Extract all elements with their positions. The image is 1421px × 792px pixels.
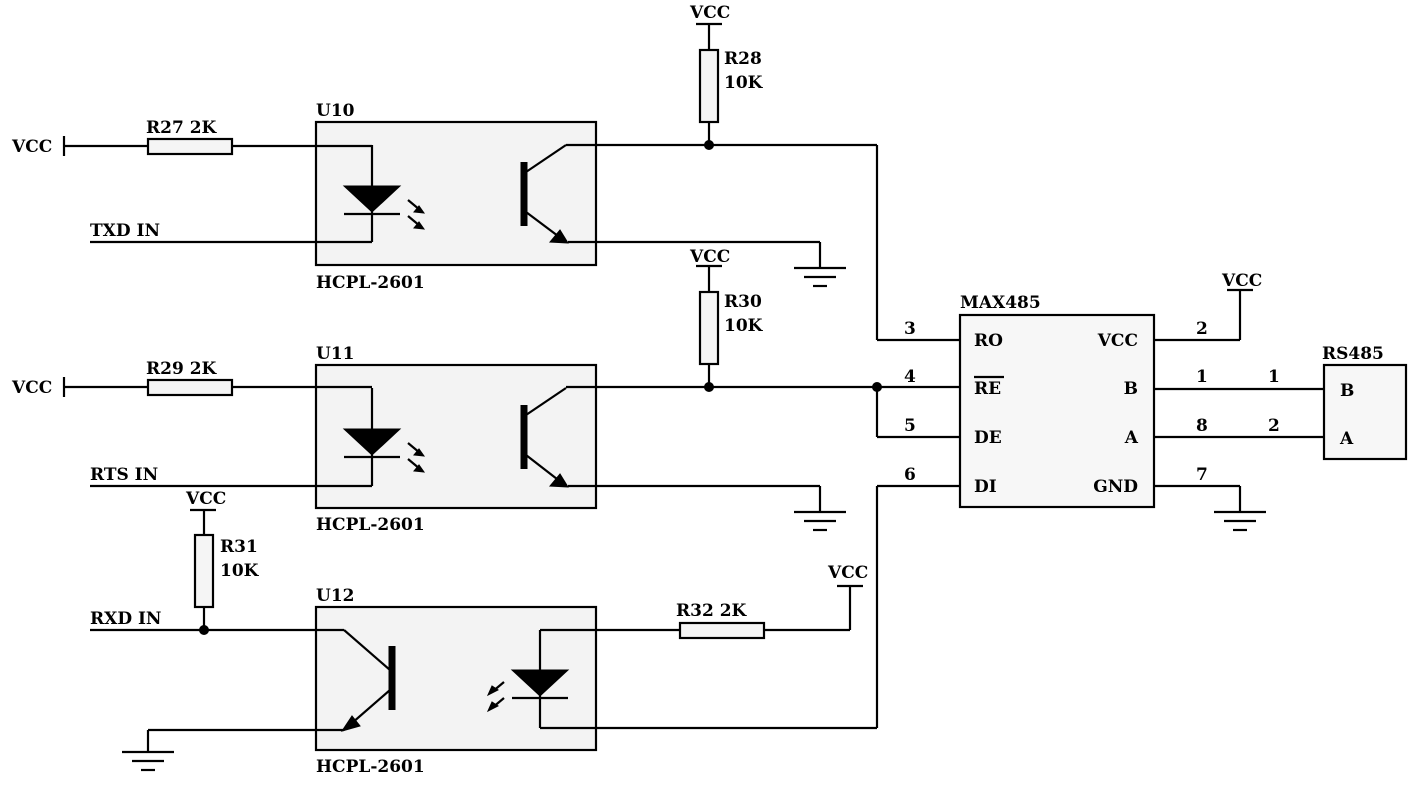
pin-number: 8: [1196, 416, 1208, 436]
r32-label: R32 2K: [676, 601, 748, 621]
r31-value: 10K: [220, 561, 260, 581]
max485-right-wiring: [1154, 288, 1324, 512]
rs485-connector: [1322, 363, 1408, 461]
rs485-body: [1322, 363, 1408, 461]
u12-phototransistor-icon: [340, 629, 396, 732]
pin-number: 1: [1268, 367, 1280, 387]
vcc-label: VCC: [11, 137, 52, 157]
r29-label: R29 2K: [146, 359, 218, 379]
r32-resistor: [678, 621, 766, 640]
pin-number: 7: [1196, 465, 1208, 485]
r27-label: R27 2K: [146, 118, 218, 138]
r28-ref: R28: [724, 49, 762, 69]
vcc-label: VCC: [827, 563, 868, 583]
r30-value: 10K: [724, 316, 764, 336]
u10-phototransistor-icon: [520, 144, 569, 244]
r28-resistor: [698, 48, 720, 124]
u10-light-arrows-icon: [407, 199, 426, 230]
vcc-label: VCC: [11, 378, 52, 398]
pin-number: 5: [904, 416, 916, 436]
max485-chip: [958, 313, 1156, 509]
ground-icon: [122, 750, 174, 772]
ground-icon: [794, 266, 846, 288]
u10-input-wiring: [62, 136, 372, 244]
pin-name-gnd: GND: [1093, 477, 1138, 497]
r28-value: 10K: [724, 73, 764, 93]
u11-ref: U11: [316, 344, 354, 364]
pin-number: 2: [1268, 416, 1280, 436]
pin-number: 3: [904, 319, 916, 339]
u12-part: HCPL-2601: [316, 757, 425, 777]
u11-output-wiring: [566, 264, 960, 512]
vcc-label: VCC: [1221, 271, 1262, 291]
ground-icon: [1214, 510, 1266, 532]
max485-title: MAX485: [960, 293, 1041, 313]
rts-in-label: RTS IN: [90, 465, 158, 485]
rxd-in-label: RXD IN: [90, 609, 161, 629]
u11-phototransistor-icon: [520, 387, 569, 488]
pin-number: 1: [1196, 367, 1208, 387]
u10-part: HCPL-2601: [316, 273, 425, 293]
r29-resistor: [146, 378, 234, 397]
r30-ref: R30: [724, 292, 762, 312]
junction-dot: [872, 382, 882, 392]
pin-name-de: DE: [974, 428, 1002, 448]
vcc-label: VCC: [689, 3, 730, 23]
pin-name-ro: RO: [974, 331, 1003, 351]
junction-dot: [199, 625, 209, 635]
rs485-title: RS485: [1322, 344, 1384, 364]
pin-number: 2: [1196, 319, 1208, 339]
vcc-label: VCC: [689, 247, 730, 267]
u11-part: HCPL-2601: [316, 515, 425, 535]
rs485-pin-b: B: [1340, 381, 1354, 401]
pin-number: 4: [904, 367, 916, 387]
rs485-pin-a: A: [1339, 429, 1354, 449]
pin-number: 6: [904, 465, 916, 485]
u10-output-wiring: [566, 22, 960, 342]
r31-resistor: [193, 533, 215, 609]
optocoupler-u11: [314, 363, 598, 510]
u11-input-wiring: [62, 377, 372, 488]
txd-in-label: TXD IN: [90, 221, 160, 241]
optocoupler-u10: [314, 120, 598, 267]
u10-ref: U10: [316, 101, 355, 121]
r31-ref: R31: [220, 537, 258, 557]
ground-icon: [794, 510, 846, 532]
u12-output-wiring: [540, 484, 960, 730]
r27-resistor: [146, 137, 234, 156]
pin-name-vcc: VCC: [1097, 331, 1138, 351]
u12-ref: U12: [316, 586, 354, 606]
junction-dot: [704, 382, 714, 392]
pin-name-b: B: [1124, 379, 1138, 399]
vcc-label: VCC: [185, 489, 226, 509]
u12-light-arrows-icon: [486, 681, 505, 713]
max485-body: [958, 313, 1156, 509]
u11-light-arrows-icon: [407, 442, 426, 473]
pin-name-di: DI: [974, 477, 997, 497]
u12-input-wiring: [90, 508, 344, 752]
pin-name-re: RE: [974, 379, 1001, 399]
pin-name-a: A: [1124, 428, 1139, 448]
r30-resistor: [698, 290, 720, 366]
junction-dot: [704, 140, 714, 150]
